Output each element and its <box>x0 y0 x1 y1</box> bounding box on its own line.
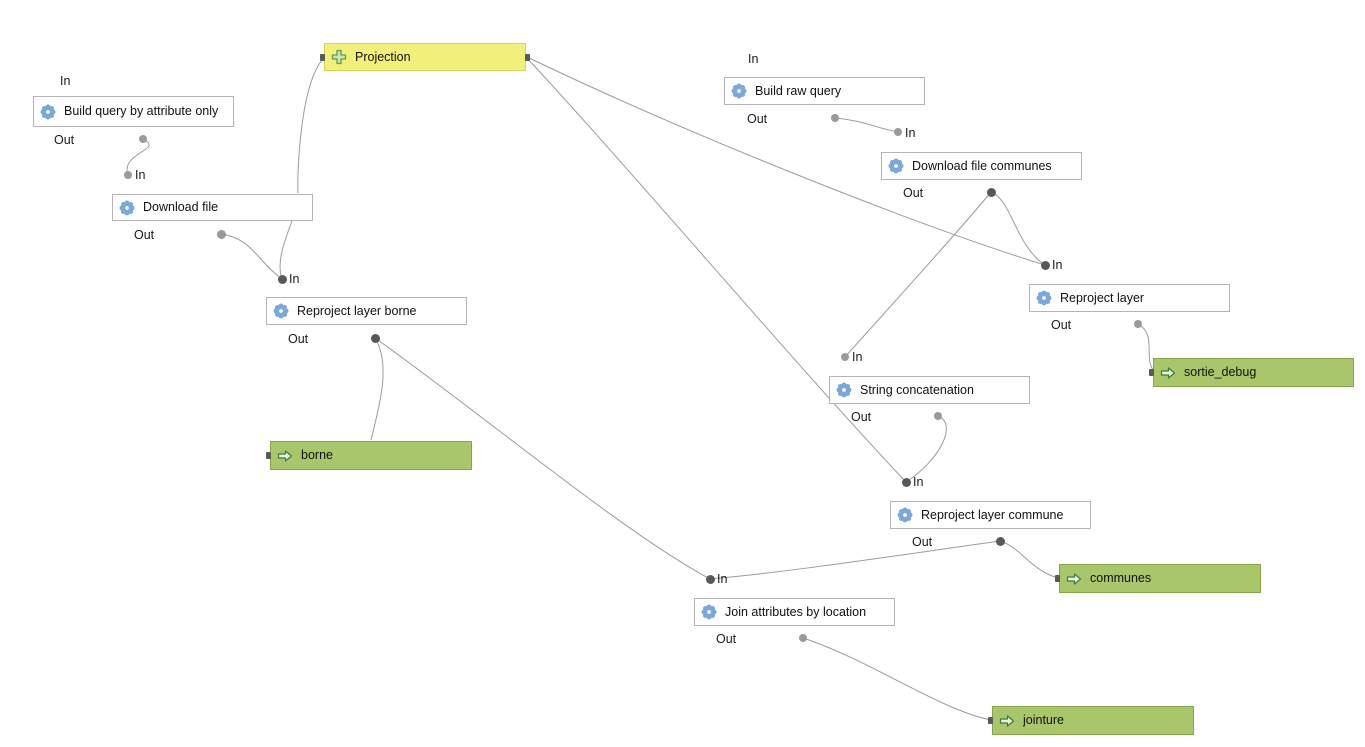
wire-projection-to-download-file[interactable] <box>297 56 326 194</box>
output-arrow-icon <box>277 448 293 464</box>
node-label-build-query-by-attribute-only: Build query by attribute only <box>64 103 219 118</box>
dot-reproject-layer-in[interactable] <box>1040 260 1050 270</box>
algorithm-gear-icon <box>701 604 717 620</box>
dot-reproject-commune-in[interactable] <box>901 477 911 487</box>
dot-build-raw-query-out[interactable] <box>831 114 839 122</box>
port-in-label-string-concatenation: In <box>852 350 863 364</box>
node-projection[interactable]: Projection <box>324 43 526 71</box>
node-download-file[interactable]: Download file <box>112 194 313 221</box>
node-jointure[interactable]: jointure <box>992 706 1194 735</box>
node-reproject-layer-commune[interactable]: Reproject layer commune <box>890 501 1091 529</box>
port-nub-left-sortie-debug[interactable] <box>1149 369 1154 376</box>
port-out-label-join-attributes-by-location: Out <box>716 632 737 646</box>
wire-download-file-to-reproject-borne[interactable] <box>220 233 283 280</box>
node-label-download-file: Download file <box>143 200 219 214</box>
output-arrow-icon <box>1066 571 1082 587</box>
port-in-label-join-attributes-by-location: In <box>717 572 728 586</box>
dot-join-attributes-in[interactable] <box>705 574 715 584</box>
dot-download-communes-out[interactable] <box>986 187 996 197</box>
wire-join-attributes-to-jointure[interactable] <box>802 637 992 721</box>
port-in-label-build-raw-query: In <box>748 52 759 66</box>
output-arrow-icon <box>999 713 1015 729</box>
dot-string-concat-out[interactable] <box>934 412 942 420</box>
algorithm-gear-icon <box>1036 290 1052 306</box>
node-build-query-by-attribute-only[interactable]: Build query by attribute only <box>33 96 234 127</box>
node-label-borne: borne <box>301 448 333 462</box>
node-download-file-communes[interactable]: Download file communes <box>881 152 1082 180</box>
wire-reproject-commune-to-communes[interactable] <box>999 540 1059 579</box>
port-out-label-reproject-layer: Out <box>1051 318 1072 332</box>
output-arrow-icon <box>1160 365 1176 381</box>
algorithm-gear-icon <box>40 104 56 120</box>
node-label-sortie-debug: sortie_debug <box>1184 365 1257 379</box>
algorithm-gear-icon <box>888 158 904 174</box>
port-in-label-reproject-layer-borne: In <box>289 272 300 286</box>
node-label-jointure: jointure <box>1023 713 1064 727</box>
node-communes[interactable]: communes <box>1059 564 1261 593</box>
dot-download-file-out[interactable] <box>216 229 226 239</box>
wire-download-file-box-to-reproject-in[interactable] <box>279 220 293 280</box>
port-out-label-download-file-communes: Out <box>903 186 924 200</box>
node-string-concatenation[interactable]: String concatenation <box>829 376 1030 404</box>
dot-reproject-layer-out[interactable] <box>1134 320 1142 328</box>
dot-download-file-in[interactable] <box>124 171 132 179</box>
port-nub-left-communes[interactable] <box>1055 575 1060 582</box>
port-in-label-download-file: In <box>135 168 146 182</box>
node-label-reproject-layer-commune: Reproject layer commune <box>921 507 1064 522</box>
node-label-communes: communes <box>1090 571 1152 585</box>
port-nub-left-projection[interactable] <box>320 53 325 61</box>
node-borne[interactable]: borne <box>270 441 472 470</box>
port-in-label-download-file-communes: In <box>905 126 916 140</box>
node-label-download-file-communes: Download file communes <box>912 158 1052 173</box>
port-in-label-reproject-layer: In <box>1052 258 1063 272</box>
algorithm-gear-icon <box>731 83 747 99</box>
wire-build-raw-query-to-download-communes[interactable] <box>834 117 899 133</box>
node-label-reproject-layer: Reproject layer <box>1060 290 1145 305</box>
wire-download-communes-to-reproject-in[interactable] <box>990 191 1046 266</box>
node-reproject-layer[interactable]: Reproject layer <box>1029 284 1230 312</box>
algorithm-gear-icon <box>897 507 913 523</box>
dot-string-concat-in[interactable] <box>841 353 849 361</box>
dot-reproject-borne-in[interactable] <box>277 274 287 284</box>
algorithm-gear-icon <box>836 382 852 398</box>
node-join-attributes-by-location[interactable]: Join attributes by location <box>694 598 895 626</box>
algorithm-gear-icon <box>119 200 135 216</box>
node-label-string-concatenation: String concatenation <box>860 382 974 397</box>
node-label-join-attributes-by-location: Join attributes by location <box>725 604 867 619</box>
wire-download-communes-to-string-in[interactable] <box>844 191 992 358</box>
dot-reproject-commune-out[interactable] <box>995 536 1005 546</box>
wire-reproject-commune-out-to-join-in[interactable] <box>709 540 1001 580</box>
wire-projection-to-string-concat-area[interactable] <box>526 57 907 483</box>
port-out-label-string-concatenation: Out <box>851 410 872 424</box>
dot-download-communes-in[interactable] <box>894 128 902 136</box>
node-label-reproject-layer-borne: Reproject layer borne <box>297 303 417 318</box>
port-out-label-build-raw-query: Out <box>747 112 768 126</box>
port-out-label-build-query-by-attribute-only: Out <box>54 133 75 147</box>
port-out-label-download-file: Out <box>134 228 155 242</box>
node-label-projection: Projection <box>355 49 411 64</box>
port-out-label-reproject-layer-borne: Out <box>288 332 309 346</box>
port-nub-left-jointure[interactable] <box>988 717 993 724</box>
node-sortie-debug[interactable]: sortie_debug <box>1153 358 1354 387</box>
node-reproject-layer-borne[interactable]: Reproject layer borne <box>266 297 467 325</box>
dot-reproject-borne-out[interactable] <box>370 333 380 343</box>
port-in-label-build-query-by-attribute-only: In <box>60 74 71 88</box>
port-in-label-reproject-layer-commune: In <box>913 475 924 489</box>
port-nub-left-borne[interactable] <box>266 452 271 459</box>
port-out-label-reproject-layer-commune: Out <box>912 535 933 549</box>
port-nub-right-projection[interactable] <box>525 53 530 61</box>
node-label-build-raw-query: Build raw query <box>755 83 842 98</box>
node-build-raw-query[interactable]: Build raw query <box>724 77 925 105</box>
wire-string-concat-to-reproject-commune[interactable] <box>905 415 947 483</box>
dot-build-query-out[interactable] <box>139 135 147 143</box>
algorithm-gear-icon <box>273 303 289 319</box>
wire-reproject-borne-to-borne[interactable] <box>370 337 384 441</box>
dot-join-attributes-out[interactable] <box>799 634 807 642</box>
crs-projection-icon <box>331 49 347 65</box>
